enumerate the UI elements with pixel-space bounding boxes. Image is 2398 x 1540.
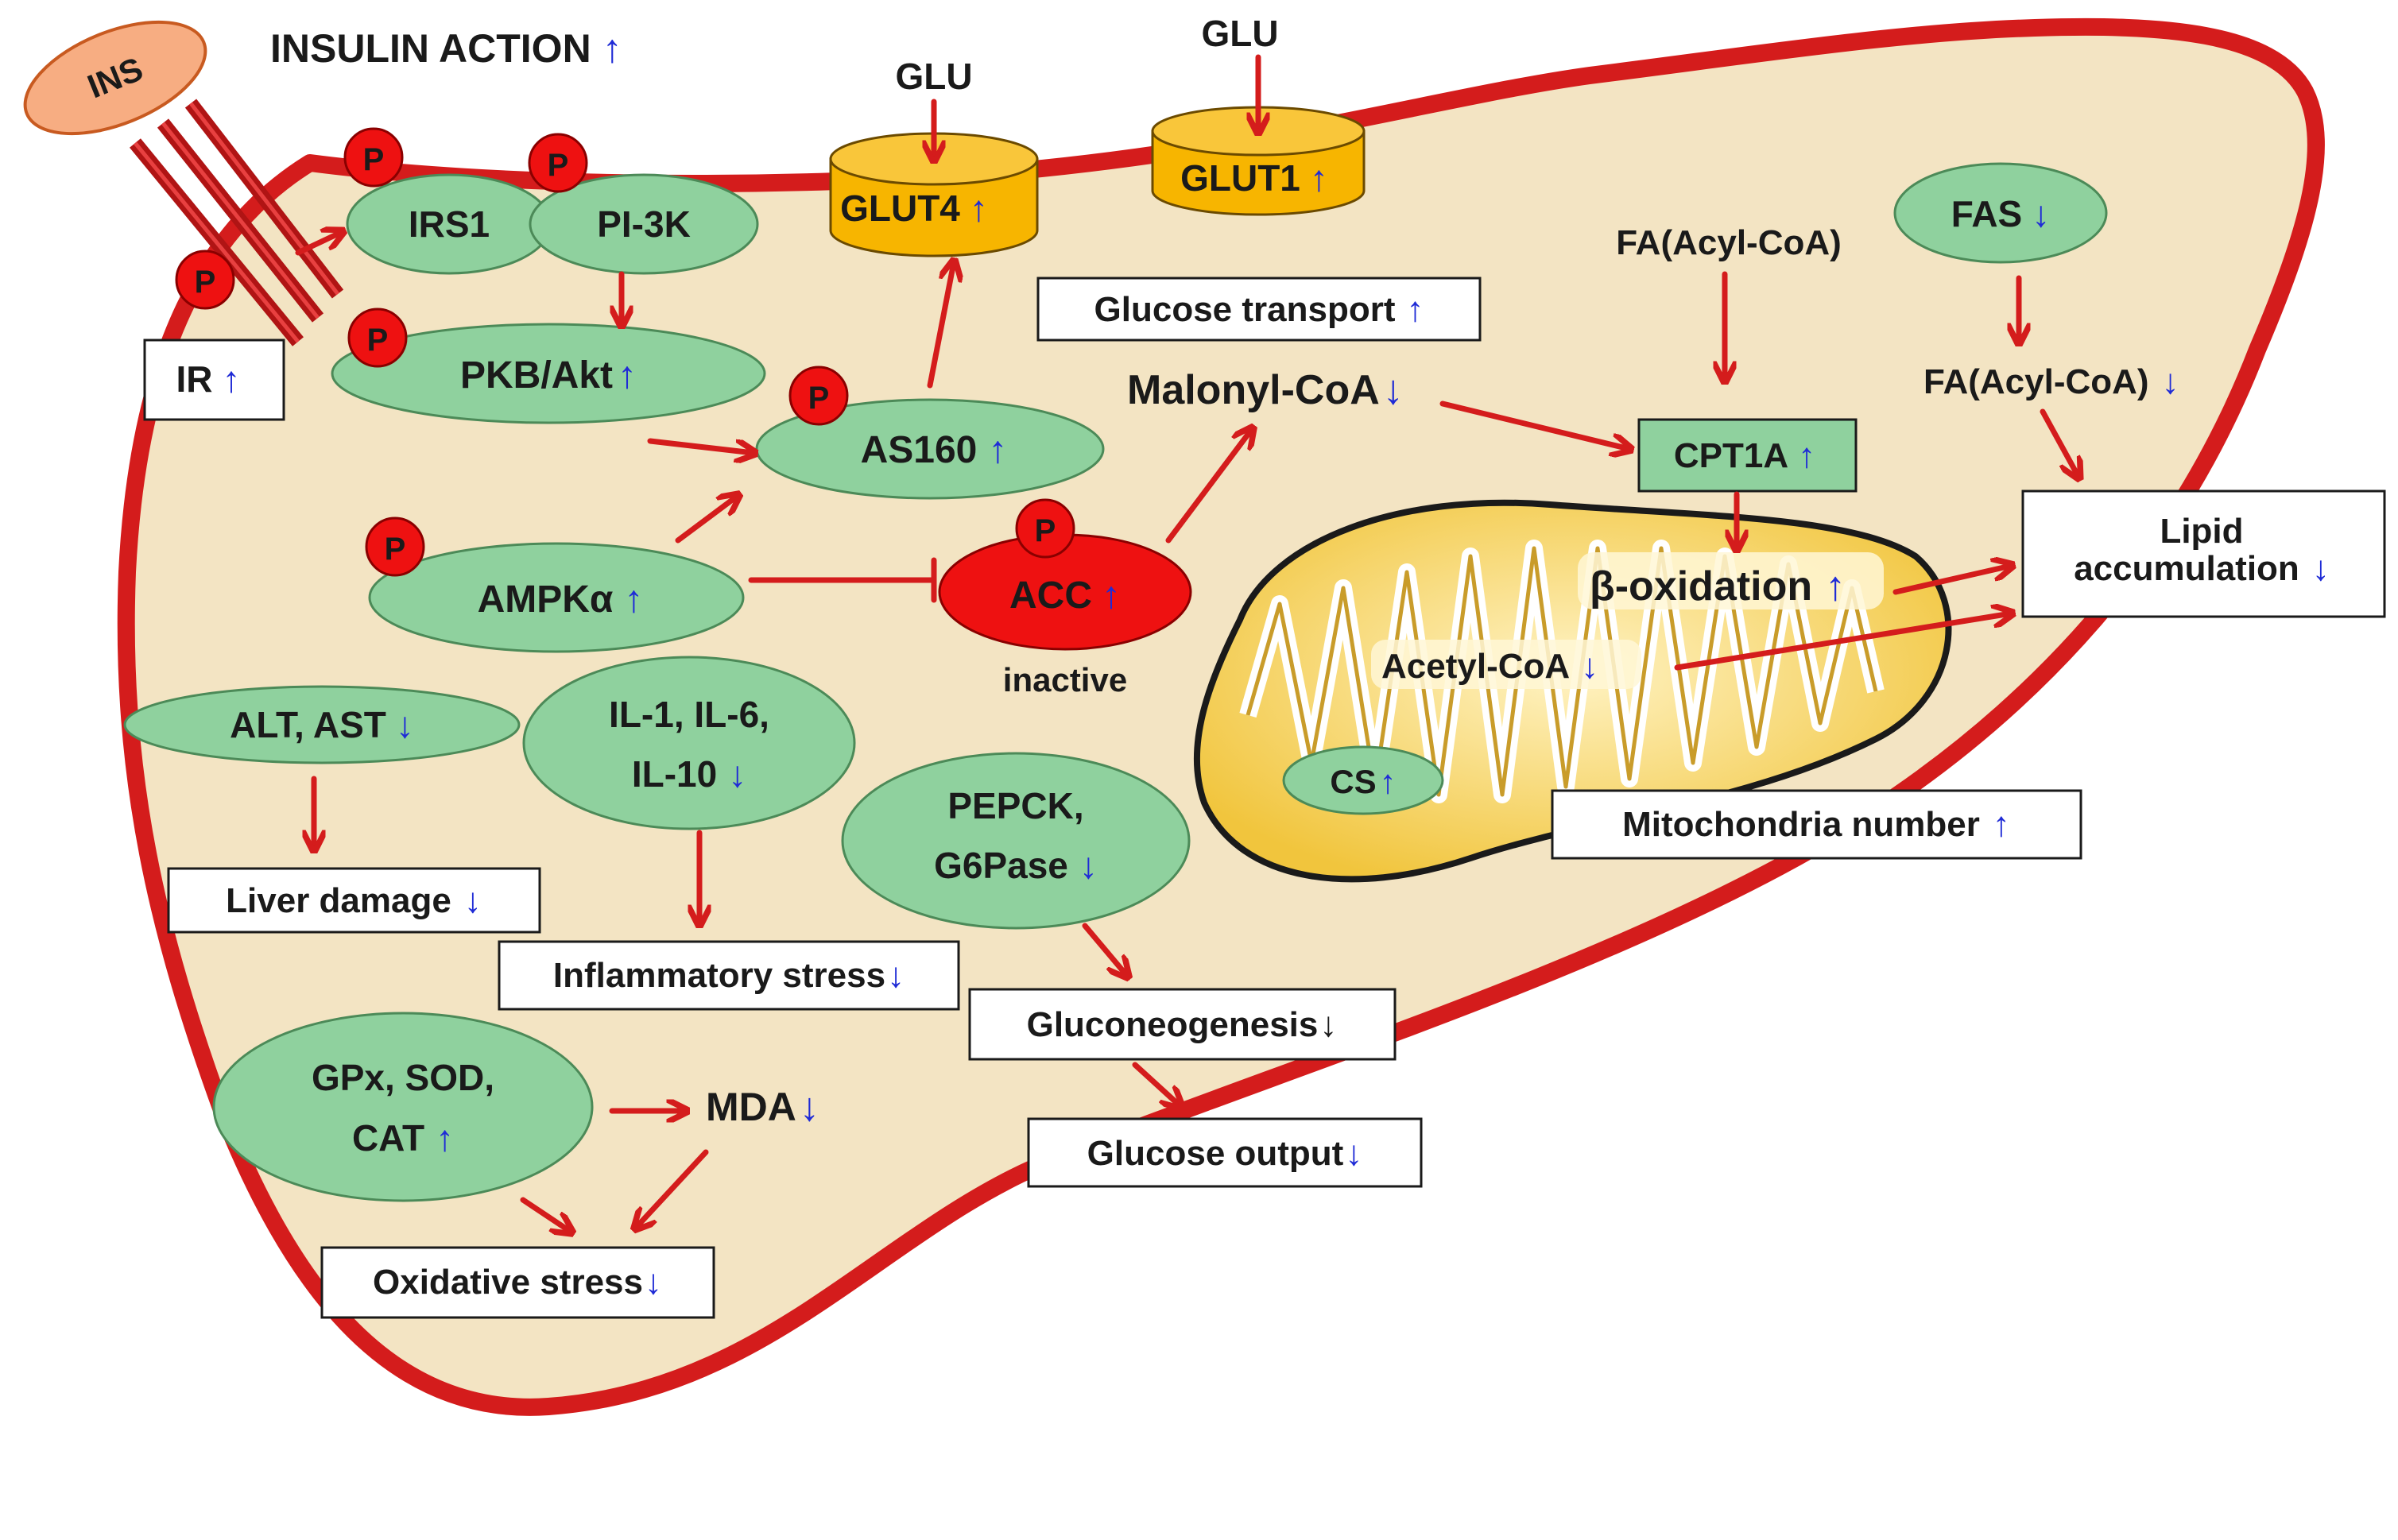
svg-text:G6Pase↓: G6Pase↓ [934, 845, 1098, 886]
ampk-node: AMPKα↑ [368, 542, 745, 653]
phospho-acc: P [1015, 498, 1075, 559]
svg-text:PI-3K: PI-3K [597, 203, 691, 245]
arrow-as160-to-glut4 [927, 262, 954, 389]
antioxidant-enzymes-node: GPx, SOD, CAT↑ [212, 1012, 594, 1202]
svg-text:CS↑: CS↑ [1330, 763, 1396, 800]
svg-text:GLUT4↑: GLUT4↑ [840, 188, 988, 229]
svg-text:accumulation↓: accumulation↓ [2074, 549, 2330, 588]
arrow-pkb-to-as160 [647, 438, 753, 453]
svg-text:Liver damage↓: Liver damage↓ [226, 881, 482, 920]
irs1-node: IRS1 [346, 173, 552, 275]
arrow-acc-to-malonyl [1165, 429, 1252, 544]
svg-text:Lipid: Lipid [2160, 512, 2243, 551]
fas-node: FAS↓ [1893, 162, 2108, 264]
arrow-ampk-to-as160 [675, 496, 738, 544]
svg-text:IL-10↓: IL-10↓ [632, 753, 746, 795]
glu-label-left: GLU [895, 56, 972, 97]
insulin-receptor [130, 99, 344, 346]
inhibition-ampk-to-acc [748, 557, 937, 603]
arrow-pepck-to-gluconeo [1082, 923, 1127, 976]
lipid-accumulation-box: Lipid accumulation↓ [2021, 489, 2386, 618]
mda-label: MDA↓ [706, 1085, 819, 1129]
arrow-mda-to-oxidative [636, 1149, 709, 1228]
svg-text:P: P [808, 381, 830, 416]
phospho-irs1: P [343, 127, 404, 188]
mitochondria-number-box: Mitochondria number↑ [1551, 789, 2082, 860]
acetyl-coa-label: Acetyl-CoA↓ [1381, 647, 1598, 686]
svg-text:Oxidative stress↓: Oxidative stress↓ [373, 1263, 662, 1302]
phospho-ampk: P [365, 517, 425, 577]
svg-text:IRS1: IRS1 [409, 203, 490, 245]
glucose-transport-box: Glucose transport↑ [1036, 277, 1482, 342]
svg-text:IR↑: IR↑ [176, 358, 241, 400]
insulin-ligand: INS [23, 20, 207, 136]
arrow-fa-to-lipid [2040, 408, 2078, 477]
svg-text:P: P [1035, 513, 1056, 548]
svg-text:GPx, SOD,: GPx, SOD, [312, 1057, 494, 1098]
arrow-gpx-to-oxidative [520, 1197, 571, 1232]
beta-oxidation-label: β-oxidation↑ [1590, 563, 1846, 609]
svg-text:P: P [548, 148, 569, 183]
acc-inactive-label: inactive [1003, 661, 1127, 698]
svg-text:CAT↑: CAT↑ [352, 1117, 454, 1159]
acc-node: ACC↑ [938, 533, 1192, 651]
fa-acyl-coa-top-label: FA(Acyl-CoA) [1616, 223, 1842, 262]
pathway-arrows [295, 54, 2078, 1232]
phospho-pi3k: P [528, 133, 588, 193]
svg-text:AMPKα↑: AMPKα↑ [478, 578, 644, 621]
svg-text:ACC↑: ACC↑ [1009, 575, 1121, 617]
svg-text:P: P [367, 323, 389, 358]
glut4-transporter: GLUT4↑ [829, 132, 1039, 257]
svg-text:P: P [195, 265, 216, 300]
arrow-ir-to-irs1 [295, 232, 342, 256]
pi3k-node: PI-3K [529, 173, 759, 275]
svg-text:PKB/Akt↑: PKB/Akt↑ [460, 354, 637, 397]
liver-damage-box: Liver damage↓ [167, 867, 541, 934]
glut4-label: GLUT4 [840, 188, 960, 229]
svg-text:FAS↓: FAS↓ [1951, 193, 2050, 234]
phospho-as160: P [788, 366, 849, 426]
arrow-malonyl-to-cpt1a [1439, 400, 1629, 449]
diagram-title: INSULIN ACTION↑ [270, 26, 622, 71]
oxidative-stress-box: Oxidative stress↓ [320, 1246, 715, 1319]
svg-text:CPT1A↑: CPT1A↑ [1674, 436, 1815, 475]
alt-ast-node: ALT, AST↓ [123, 685, 521, 764]
phospho-group: P P P P P P P [175, 127, 1075, 577]
glucose-output-box: Glucose output↓ [1027, 1117, 1423, 1188]
arrow-gluconeo-to-output [1132, 1062, 1180, 1106]
cpt1a-node: CPT1A↑ [1637, 418, 1858, 493]
pepck-g6pase-node: PEPCK, G6Pase↓ [841, 752, 1191, 930]
pkb-akt-node: PKB/Akt↑ [331, 323, 766, 424]
gluconeogenesis-box: Gluconeogenesis↓ [968, 988, 1397, 1061]
svg-text:GLUT1↑: GLUT1↑ [1180, 157, 1328, 199]
svg-text:P: P [385, 532, 406, 567]
fa-acyl-coa-right-label: FA(Acyl-CoA)↓ [1923, 362, 2179, 401]
ir-box: IR↑ [143, 339, 285, 421]
malonyl-coa-label: Malonyl-CoA↓ [1127, 367, 1404, 413]
phospho-pkb: P [347, 308, 408, 368]
svg-text:IL-1, IL-6,: IL-1, IL-6, [609, 694, 769, 735]
arrow-acetyl-to-lipid [1674, 613, 2011, 671]
svg-text:Glucose transport↑: Glucose transport↑ [1094, 290, 1424, 329]
svg-text:ALT, AST↓: ALT, AST↓ [230, 704, 414, 745]
svg-text:Glucose output↓: Glucose output↓ [1087, 1134, 1363, 1173]
cs-node: CS↑ [1282, 745, 1444, 815]
glu-label-right: GLU [1201, 13, 1278, 54]
arrow-beta-to-lipid [1892, 566, 2011, 595]
svg-text:P: P [363, 142, 385, 177]
phospho-ir: P [175, 250, 235, 310]
svg-text:Inflammatory stress↓: Inflammatory stress↓ [553, 956, 905, 995]
glut1-label: GLUT1 [1180, 157, 1300, 199]
as160-node: AS160↑ [755, 398, 1105, 500]
svg-text:AS160↑: AS160↑ [861, 429, 1008, 471]
inflammatory-stress-box: Inflammatory stress↓ [498, 940, 960, 1011]
interleukin-node: IL-1, IL-6, IL-10↓ [522, 656, 856, 830]
svg-text:Mitochondria number↑: Mitochondria number↑ [1622, 805, 2010, 844]
svg-text:Gluconeogenesis↓: Gluconeogenesis↓ [1027, 1005, 1338, 1044]
svg-text:PEPCK,: PEPCK, [947, 785, 1083, 826]
